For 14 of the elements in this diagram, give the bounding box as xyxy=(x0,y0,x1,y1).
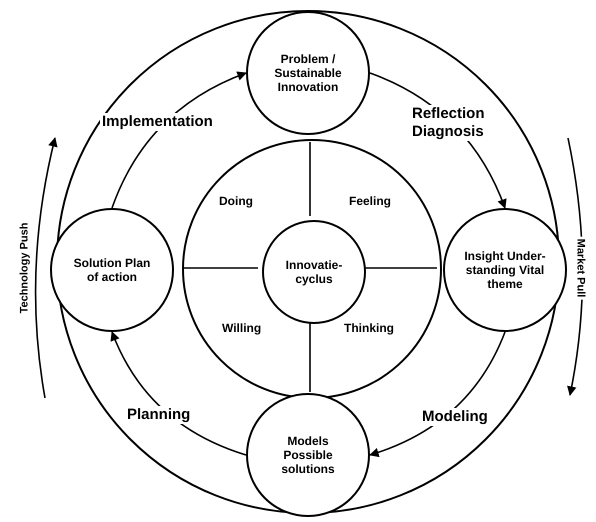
edge-label: Planning xyxy=(125,406,192,424)
quadrant-label: Thinking xyxy=(344,321,394,335)
edge-label: Implementation xyxy=(100,113,215,131)
edge-label: Modeling xyxy=(420,408,490,426)
arrow xyxy=(111,72,247,208)
node-label: Models Possible solutions xyxy=(280,434,336,476)
direction-label: Technology Push xyxy=(18,220,30,316)
node-label: Insight Under-standing Vital theme xyxy=(463,249,547,291)
node-label: Innovatie-cyclus xyxy=(284,258,344,286)
node-label: Problem / Sustainable Innovation xyxy=(273,52,343,94)
quadrant-label: Feeling xyxy=(349,194,392,208)
node-label: Solution Plan of action xyxy=(72,256,152,284)
quadrant-label: Willing xyxy=(222,321,262,335)
quadrant-label: Doing xyxy=(219,194,253,208)
